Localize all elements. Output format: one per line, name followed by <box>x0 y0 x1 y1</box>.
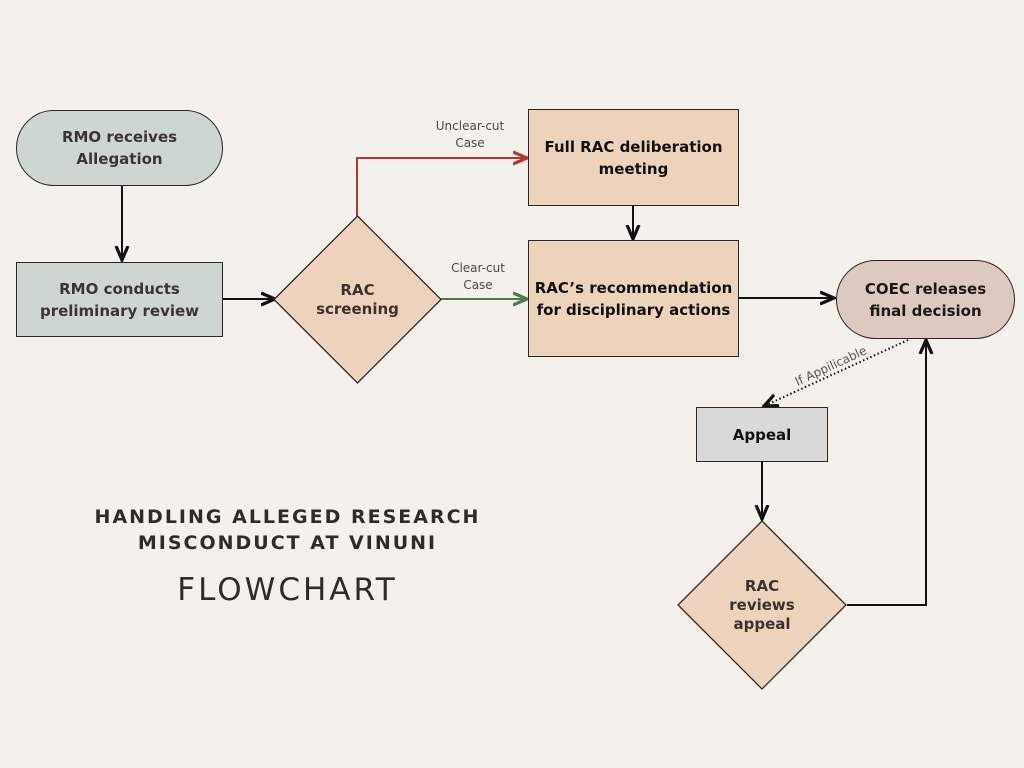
node-label: RMO conducts preliminary review <box>39 279 200 320</box>
node-label: RAC screening <box>316 280 399 318</box>
edge-label-unclear: Unclear-cut Case <box>435 119 505 150</box>
node-label: RAC reviews appeal <box>729 576 795 633</box>
node-label: Full RAC deliberation meeting <box>544 137 723 178</box>
edge-label-clear: Clear-cut Case <box>451 261 505 292</box>
diamond-shape <box>677 520 847 690</box>
node-rac-recommendation[interactable]: RAC’s recommendation for disciplinary ac… <box>528 240 739 357</box>
edge-review-to-coec <box>847 340 926 606</box>
node-full-rac-deliberation[interactable]: Full RAC deliberation meeting <box>528 109 739 206</box>
edge-unclear-cut <box>356 158 527 216</box>
flowchart-subheading: FLOWCHART <box>177 572 398 608</box>
node-label: RAC’s recommendation for disciplinary ac… <box>534 278 733 319</box>
edge-if-applicable <box>764 339 909 406</box>
node-rac-screening[interactable]: RAC screening <box>273 215 442 384</box>
node-coec-final-decision[interactable]: COEC releases final decision <box>836 260 1015 339</box>
flowchart-heading: HANDLING ALLEGED RESEARCH MISCONDUCT AT … <box>94 506 481 554</box>
node-label: RMO receives Allegation <box>61 128 178 168</box>
diamond-shape <box>273 215 442 384</box>
node-rmo-receives-allegation[interactable]: RMO receives Allegation <box>16 110 223 186</box>
node-label: COEC releases final decision <box>864 279 987 320</box>
node-appeal[interactable]: Appeal <box>696 407 828 462</box>
node-rac-reviews-appeal[interactable]: RAC reviews appeal <box>677 520 847 690</box>
node-label: Appeal <box>732 425 792 444</box>
node-rmo-preliminary-review[interactable]: RMO conducts preliminary review <box>16 262 223 337</box>
